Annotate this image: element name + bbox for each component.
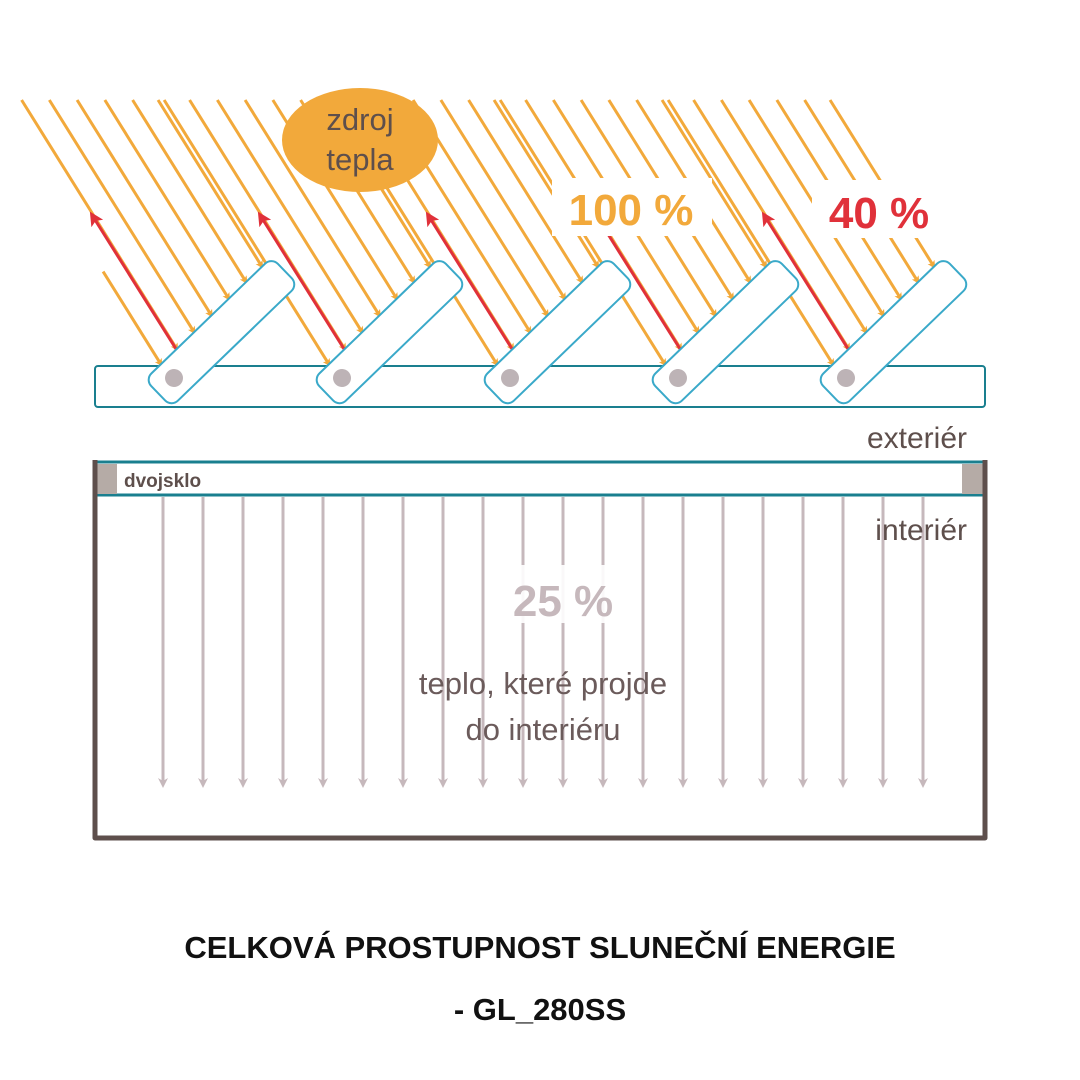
louver-body xyxy=(483,260,632,405)
louver-body xyxy=(315,260,464,405)
sun-ray-arrow xyxy=(439,99,567,301)
sun-rays xyxy=(20,99,941,367)
transmitted-percent: 25 % xyxy=(513,577,613,626)
louver-blade xyxy=(147,260,296,405)
louver-blade xyxy=(819,260,968,405)
room-wall xyxy=(92,460,988,841)
reflected-label-bg xyxy=(812,180,947,238)
title-line2: - GL_280SS xyxy=(453,992,627,1027)
transmitted-desc-line1: teplo, které projde xyxy=(419,666,667,701)
incoming-percent: 100 % xyxy=(569,186,694,235)
sun-ray-arrow xyxy=(666,99,835,367)
transmitted-desc-line2: do interiéru xyxy=(465,712,620,747)
louver-body xyxy=(651,260,800,405)
louver-body xyxy=(147,260,296,405)
louver-pivot-icon xyxy=(501,369,519,387)
transmitted-label-bg xyxy=(490,565,635,623)
heat-source-line1: zdroj xyxy=(326,102,393,137)
sun-ray-arrow xyxy=(720,99,868,335)
transmitted-arrows xyxy=(158,497,928,788)
sun-ray-arrow xyxy=(75,99,214,318)
glass-frame-right xyxy=(962,464,983,494)
sun-ray-arrow xyxy=(162,99,331,367)
sun-ray-arrow xyxy=(48,99,196,335)
sun-ray-arrow xyxy=(660,99,768,269)
interior-room: dvojsklo interiér 25 % teplo, které proj… xyxy=(92,460,988,841)
heat-source-ellipse xyxy=(282,88,438,192)
reflected-percent: 40 % xyxy=(829,189,929,238)
sun-ray-arrow xyxy=(216,99,364,335)
louver-body xyxy=(819,260,968,405)
louvers xyxy=(147,260,968,405)
sun-ray-arrow xyxy=(492,99,600,269)
louver-blade xyxy=(651,260,800,405)
sun-ray-arrow xyxy=(101,270,163,367)
heat-source-badge: zdroj tepla xyxy=(282,88,438,192)
interior-label: interiér xyxy=(875,514,967,547)
louver-pivot-icon xyxy=(333,369,351,387)
incoming-label-bg xyxy=(552,178,712,236)
louver-blade xyxy=(483,260,632,405)
sun-ray-arrow xyxy=(243,99,382,318)
louver-pivot-icon xyxy=(669,369,687,387)
sun-ray-arrow xyxy=(467,99,584,285)
louver-blade xyxy=(315,260,464,405)
glass-frame-left xyxy=(97,464,117,494)
sun-ray-arrow xyxy=(131,99,248,285)
exterior-label: exteriér xyxy=(867,422,967,455)
sun-ray-arrow xyxy=(103,99,231,301)
louver-pivot-icon xyxy=(837,369,855,387)
sun-ray-arrow xyxy=(156,99,264,269)
title-line1: CELKOVÁ PROSTUPNOST SLUNEČNÍ ENERGIE xyxy=(184,930,896,965)
louver-pivot-icon xyxy=(165,369,183,387)
heat-source-line2: tepla xyxy=(326,142,394,177)
glazing-label: dvojsklo xyxy=(124,471,201,492)
